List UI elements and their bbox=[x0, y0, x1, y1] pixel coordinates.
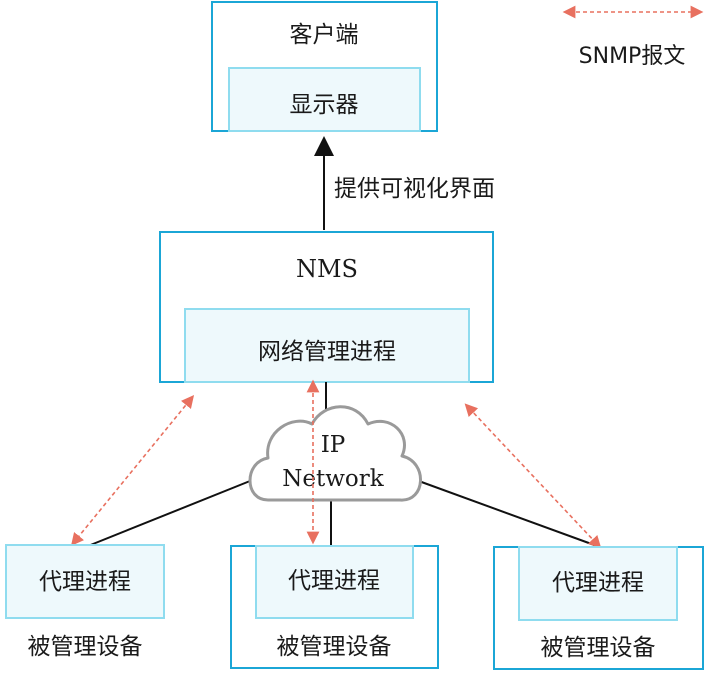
managed-device-2: 代理进程 被管理设备 bbox=[230, 545, 439, 669]
device3-label: 被管理设备 bbox=[541, 635, 656, 661]
cloud-to-device1-line bbox=[87, 480, 251, 547]
client-title: 客户端 bbox=[290, 22, 359, 48]
managed-device-1: 代理进程 被管理设备 bbox=[5, 544, 165, 660]
ip-network-cloud: IP Network bbox=[248, 405, 422, 502]
device2-process-label: 代理进程 bbox=[288, 568, 380, 594]
device1-process-label: 代理进程 bbox=[39, 569, 131, 595]
nms-process-box bbox=[184, 308, 470, 383]
legend: SNMP报文 bbox=[562, 5, 704, 69]
cloud-icon bbox=[248, 405, 422, 502]
device2-process-box bbox=[255, 545, 414, 619]
nms-title: NMS bbox=[296, 255, 358, 283]
device1-process-box bbox=[5, 544, 165, 619]
managed-device-3: 代理进程 被管理设备 bbox=[493, 546, 704, 670]
client-box: 客户端 显示器 bbox=[211, 1, 438, 132]
snmp-arrow-device1 bbox=[70, 395, 195, 546]
cloud-to-device3-line bbox=[415, 479, 598, 547]
device1-label: 被管理设备 bbox=[28, 634, 143, 660]
nms-box: NMS 网络管理进程 bbox=[159, 231, 494, 383]
display-label: 显示器 bbox=[290, 92, 359, 118]
link-label: 提供可视化界面 bbox=[334, 176, 495, 202]
nms-process-label: 网络管理进程 bbox=[258, 339, 396, 365]
device2-label: 被管理设备 bbox=[277, 634, 392, 660]
network-line1: IP bbox=[321, 432, 346, 458]
legend-label: SNMP报文 bbox=[579, 44, 686, 69]
device3-process-label: 代理进程 bbox=[552, 570, 644, 596]
snmp-arrows bbox=[70, 379, 602, 549]
display-box bbox=[228, 67, 421, 132]
device3-process-box bbox=[518, 546, 678, 621]
snmp-arrow-device3 bbox=[464, 403, 602, 549]
network-line2: Network bbox=[282, 466, 385, 492]
